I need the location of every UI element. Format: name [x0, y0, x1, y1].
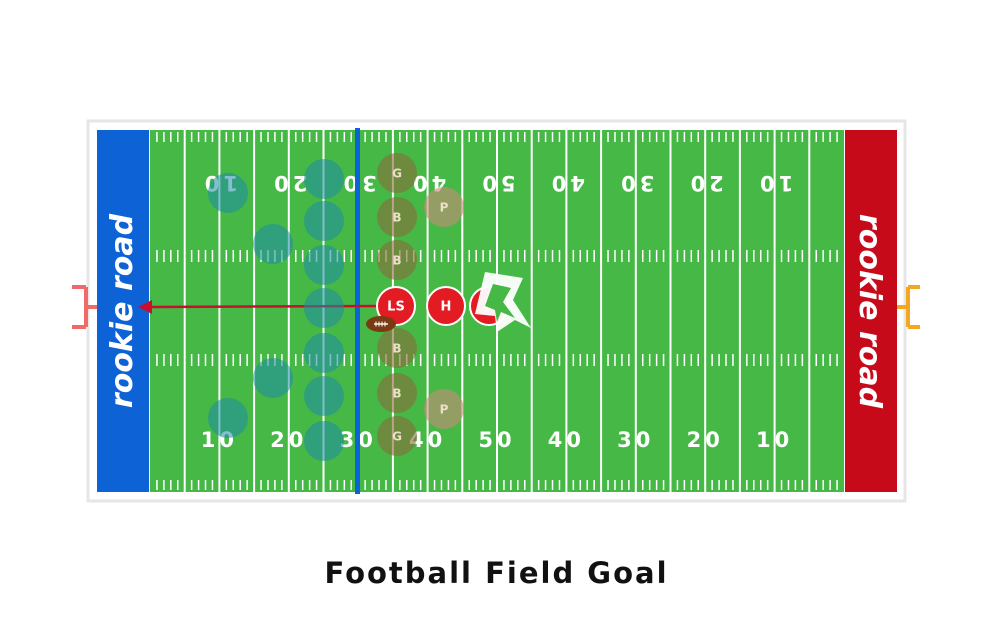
- blocker-label: G: [392, 430, 402, 444]
- top-yard-numbers: 102030405040302010: [201, 171, 793, 195]
- bottom-yard-number: 30: [617, 428, 654, 452]
- top-yard-number: 40: [548, 171, 585, 195]
- midfield-logo-icon: [475, 272, 531, 332]
- holder: [426, 286, 466, 326]
- bottom-yard-number: 20: [270, 428, 307, 452]
- bottom-yard-number: 40: [548, 428, 585, 452]
- blocker: [377, 373, 417, 413]
- blocker-label: B: [392, 211, 401, 225]
- defender: [208, 173, 248, 213]
- top-yard-number: 30: [617, 171, 654, 195]
- bottom-yard-number: 10: [756, 428, 793, 452]
- blocker: [377, 416, 417, 456]
- top-yard-number: 20: [270, 171, 307, 195]
- blocker-label: B: [392, 342, 401, 356]
- holder-label: H: [441, 300, 452, 315]
- defender: [304, 421, 344, 461]
- defender: [304, 333, 344, 373]
- defender: [304, 288, 344, 328]
- left-endzone-brand: rookie road: [105, 213, 140, 408]
- diagram-caption: Football Field Goal: [324, 556, 669, 590]
- protector-label: P: [440, 201, 449, 215]
- left-endzone: [97, 130, 149, 492]
- bottom-yard-number: 20: [687, 428, 724, 452]
- defender: [253, 224, 293, 264]
- top-yard-number: 10: [756, 171, 793, 195]
- blocker-label: B: [392, 254, 401, 268]
- protector: [424, 389, 464, 429]
- long-snapper-label: LS: [387, 300, 405, 315]
- defender: [253, 358, 293, 398]
- defender: [304, 159, 344, 199]
- offensive-line: G B B B B G P P: [377, 153, 464, 456]
- left-goalpost: [72, 285, 97, 329]
- top-yard-number: 50: [478, 171, 515, 195]
- defender: [304, 245, 344, 285]
- long-snapper: [376, 286, 416, 326]
- protector: [424, 187, 464, 227]
- line-of-scrimmage: [355, 128, 360, 494]
- blocker: [377, 153, 417, 193]
- right-goalpost: [897, 285, 920, 329]
- football-icon: [366, 316, 396, 332]
- protector-label: P: [440, 403, 449, 417]
- right-endzone-brand: rookie road: [852, 214, 887, 409]
- defense: [208, 159, 344, 461]
- defender: [208, 398, 248, 438]
- blocker: [377, 240, 417, 280]
- blocker: [377, 197, 417, 237]
- blocker-label: G: [392, 167, 402, 181]
- defender: [304, 201, 344, 241]
- bottom-yard-number: 50: [478, 428, 515, 452]
- right-endzone: [845, 130, 897, 492]
- defender: [304, 376, 344, 416]
- kick-arrow: [138, 300, 385, 314]
- bottom-yard-numbers: 102030405040302010: [201, 428, 793, 452]
- blocker: [377, 328, 417, 368]
- blocker-label: B: [392, 387, 401, 401]
- top-yard-number: 20: [687, 171, 724, 195]
